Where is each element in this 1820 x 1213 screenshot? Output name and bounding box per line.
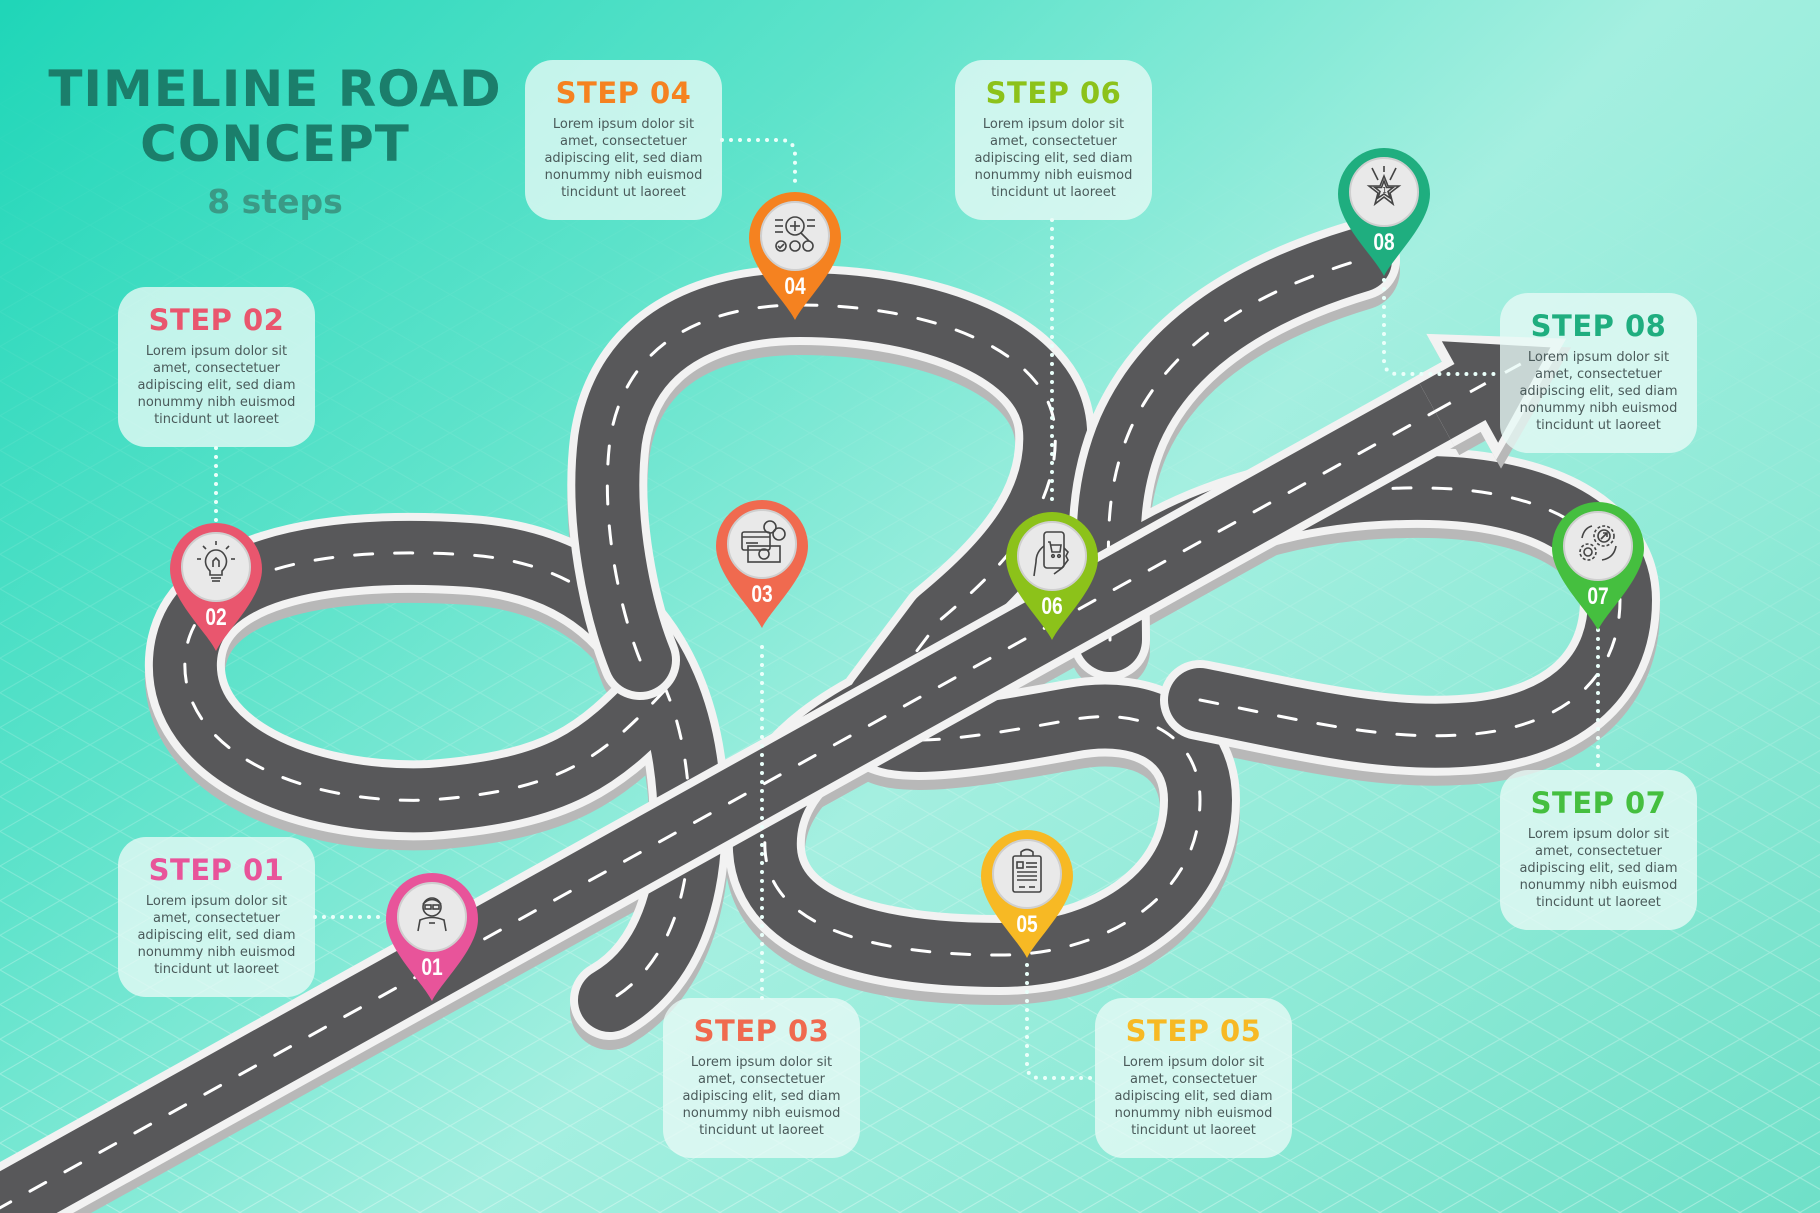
pin-01: 01: [382, 871, 482, 1003]
pin-06: 06: [1002, 510, 1102, 642]
gears-growth-icon: [1579, 525, 1617, 561]
research-magnifier-icon: [775, 216, 815, 252]
step-06-title: STEP 06: [985, 76, 1122, 110]
star-award-icon: 1: [1366, 166, 1402, 207]
step-03-title: STEP 03: [693, 1014, 830, 1048]
step-01-title: STEP 01: [148, 853, 285, 887]
pin-05-number: 05: [1016, 911, 1038, 938]
pin-02: 02: [166, 521, 266, 653]
pin-04-number: 04: [784, 273, 806, 300]
step-04-title: STEP 04: [555, 76, 692, 110]
pin-02-number: 02: [205, 604, 227, 631]
step-08-title: STEP 08: [1530, 309, 1667, 343]
step-05-title: STEP 05: [1125, 1014, 1262, 1048]
money-card-icon: [741, 520, 786, 563]
svg-text:1: 1: [1382, 186, 1387, 195]
title-line-2: CONCEPT: [140, 115, 410, 173]
pin-06-number: 06: [1041, 593, 1063, 620]
step-07-title: STEP 07: [1530, 786, 1667, 820]
subtitle: 8 steps: [207, 182, 343, 221]
pin-07-number: 07: [1587, 583, 1609, 610]
lightbulb-icon: [197, 541, 235, 582]
clipboard-icon: [1012, 848, 1042, 893]
mobile-shopping-icon: [1033, 531, 1069, 577]
pin-03: 03: [712, 498, 812, 630]
pin-04: 04: [745, 190, 845, 322]
pin-08: 1 08: [1334, 146, 1434, 278]
pin-03-number: 03: [751, 581, 773, 608]
pin-08-number: 08: [1373, 229, 1395, 256]
user-glasses-icon: [417, 897, 447, 932]
pin-01-number: 01: [421, 954, 443, 981]
pin-05: 05: [977, 828, 1077, 960]
title-line-1: TIMELINE ROAD: [48, 60, 502, 118]
step-02-title: STEP 02: [148, 303, 285, 337]
pin-07: 07: [1548, 500, 1648, 632]
